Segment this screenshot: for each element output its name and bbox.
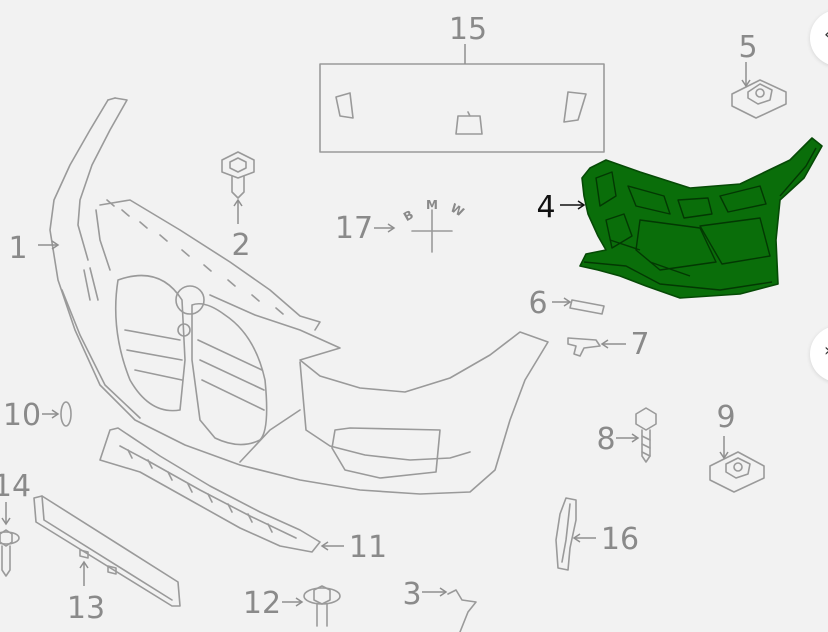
callout-17[interactable]: 17 — [335, 211, 373, 246]
callout-12[interactable]: 12 — [243, 586, 281, 621]
callout-11[interactable]: 11 — [349, 530, 387, 565]
callout-7[interactable]: 7 — [630, 327, 649, 362]
callout-4-highlighted[interactable]: 4 — [536, 190, 555, 225]
part-14-screw[interactable] — [0, 502, 20, 577]
part-2-bolt[interactable] — [221, 151, 255, 224]
callout-15[interactable]: 15 — [449, 12, 487, 47]
emblem-letter-m: M — [426, 198, 438, 212]
part-4-bracket-highlighted[interactable] — [560, 137, 823, 299]
callout-10[interactable]: 10 — [3, 398, 41, 433]
callout-14[interactable]: 14 — [0, 469, 31, 504]
part-11-lower-strip[interactable] — [99, 427, 344, 553]
emblem-letter-b: B — [401, 207, 416, 224]
part-12-screw[interactable] — [282, 585, 341, 627]
part-3-clip[interactable] — [422, 587, 477, 632]
prev-button[interactable]: ‹ — [810, 10, 828, 66]
part-7-clip[interactable] — [567, 337, 626, 357]
callout-5[interactable]: 5 — [738, 30, 757, 65]
emblem-letter-w: W — [448, 201, 466, 220]
callout-16[interactable]: 16 — [601, 522, 639, 557]
callout-1[interactable]: 1 — [8, 231, 27, 266]
part-6-trim-piece[interactable] — [552, 297, 605, 315]
callout-9[interactable]: 9 — [716, 400, 735, 435]
callout-8[interactable]: 8 — [596, 422, 615, 457]
part-5-clip-nut[interactable] — [731, 62, 787, 119]
part-8-screw[interactable] — [616, 407, 657, 463]
part-15-panel[interactable] — [319, 44, 605, 153]
callout-2[interactable]: 2 — [231, 228, 250, 263]
chevron-left-icon: ‹ — [824, 26, 828, 44]
part-1-bumper-cover[interactable] — [38, 97, 549, 495]
callout-13[interactable]: 13 — [67, 591, 105, 626]
next-button[interactable]: › — [810, 326, 828, 382]
part-13-plate[interactable] — [33, 495, 181, 607]
callout-6[interactable]: 6 — [528, 286, 547, 321]
chevron-right-icon: › — [824, 342, 828, 360]
callout-3[interactable]: 3 — [402, 577, 421, 612]
part-17-emblem[interactable]: B M W — [374, 198, 467, 253]
part-10-cap[interactable] — [42, 401, 72, 427]
part-16-reflector[interactable] — [555, 497, 596, 571]
part-9-clip-nut[interactable] — [709, 436, 765, 493]
